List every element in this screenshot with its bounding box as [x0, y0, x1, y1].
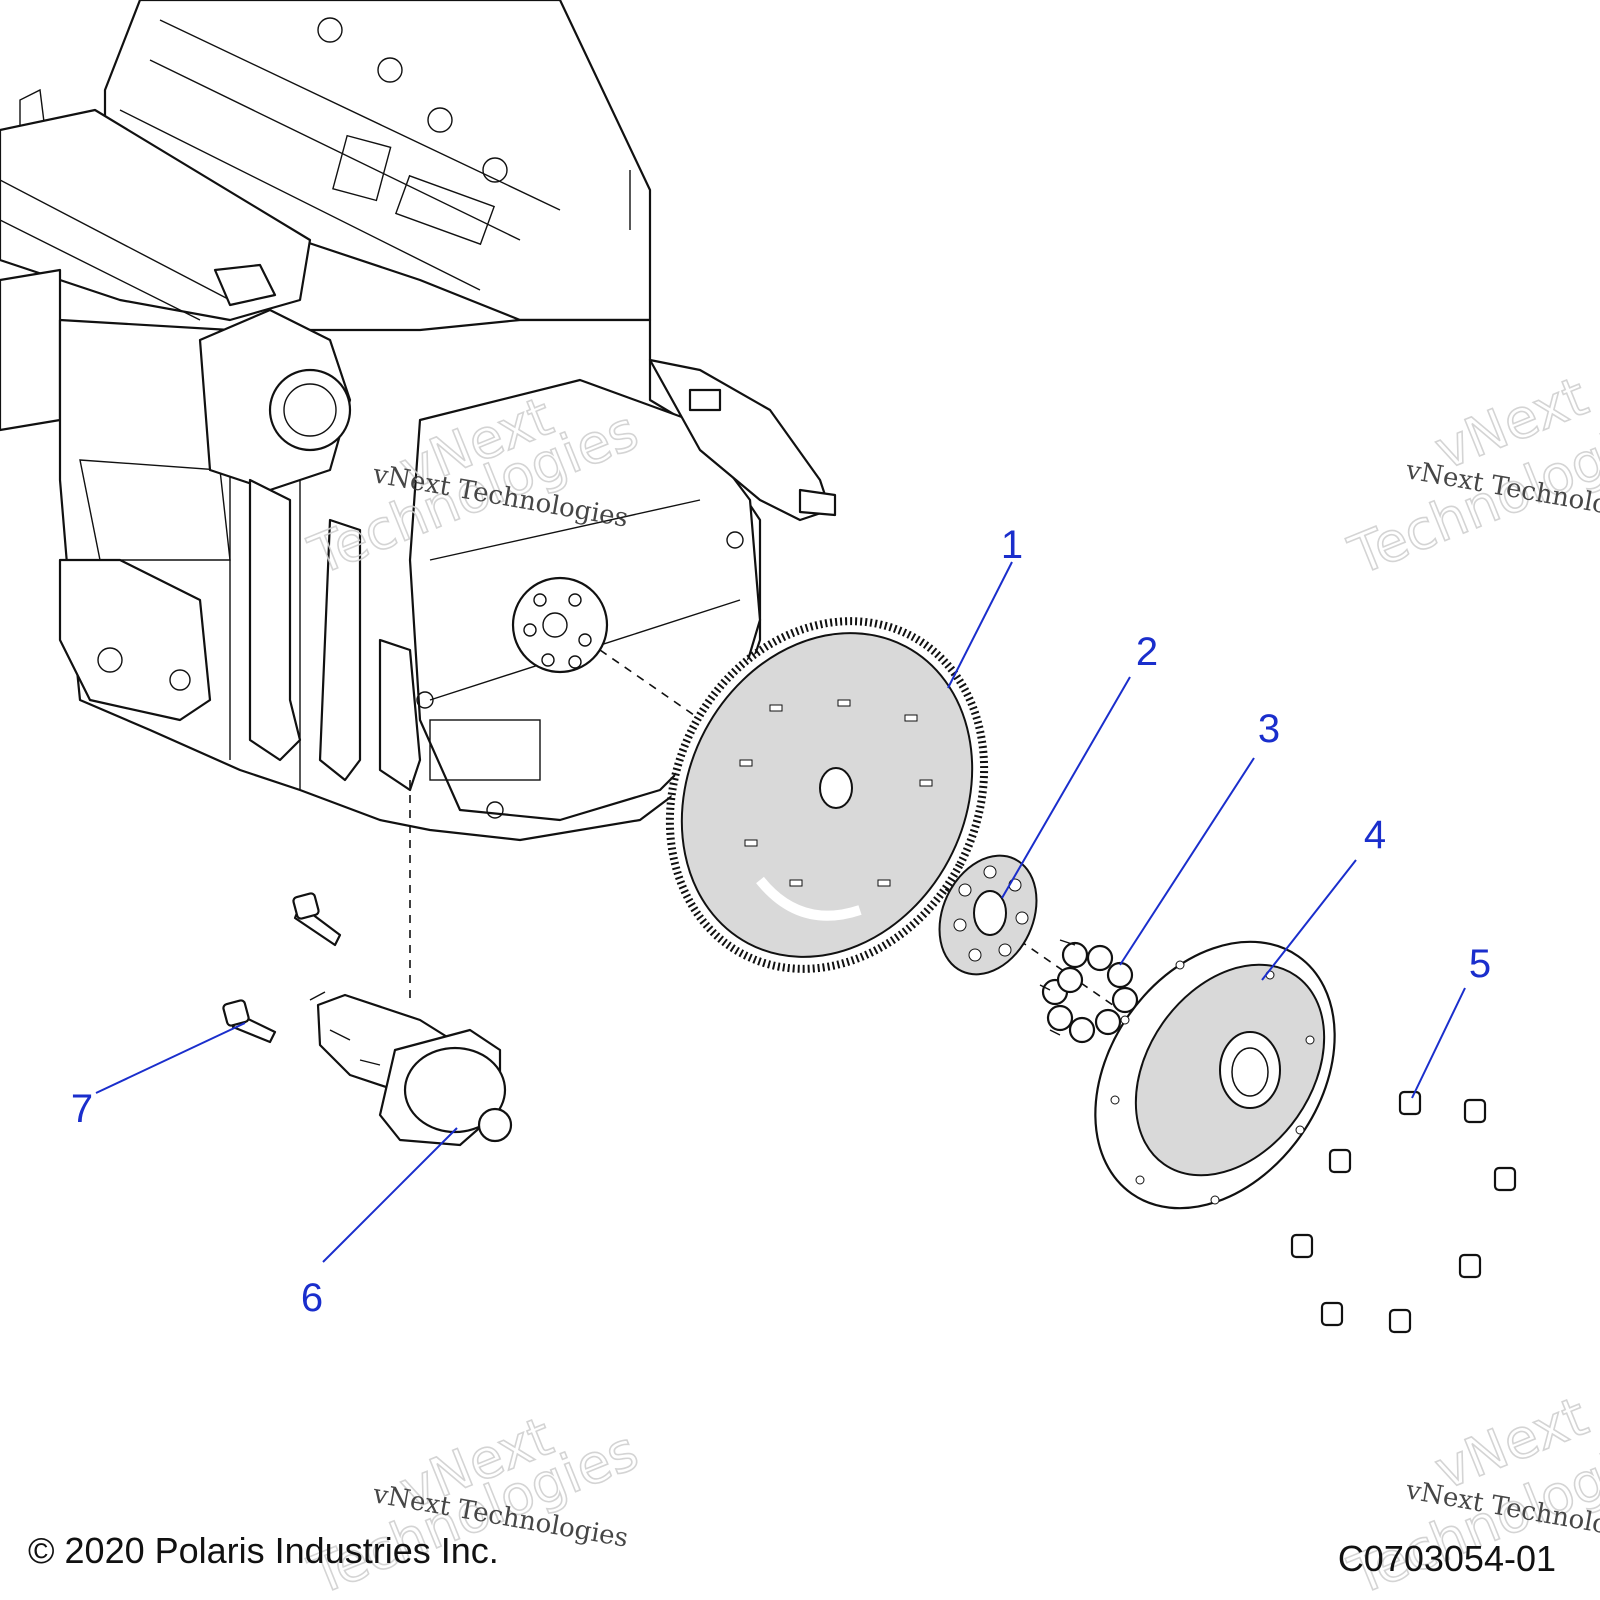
drive-coupler	[1094, 940, 1336, 1210]
bolt-cluster	[1039, 939, 1139, 1044]
nut-group	[1290, 1090, 1517, 1334]
callout-5: 5	[1469, 942, 1491, 986]
copyright-text: © 2020 Polaris Industries Inc.	[28, 1530, 499, 1571]
starter-motor	[309, 991, 513, 1147]
callout-4: 4	[1364, 813, 1386, 857]
figure-code: C0703054-01	[1337, 1538, 1556, 1579]
flywheel	[665, 617, 989, 973]
watermark-top-right: vNext Technologies vNext Technologies	[1340, 364, 1600, 588]
engine-assembly	[0, 0, 837, 842]
callout-3: 3	[1258, 707, 1280, 751]
starter-bolts	[222, 892, 342, 1044]
leader-lines	[95, 561, 1466, 1263]
callout-labels: 1 2 3 4 5 6 7	[71, 523, 1491, 1320]
spacer-plate	[938, 854, 1038, 976]
callout-2: 2	[1136, 630, 1158, 674]
callout-7: 7	[71, 1087, 93, 1131]
callout-1: 1	[1001, 523, 1023, 567]
callout-6: 6	[301, 1276, 323, 1320]
